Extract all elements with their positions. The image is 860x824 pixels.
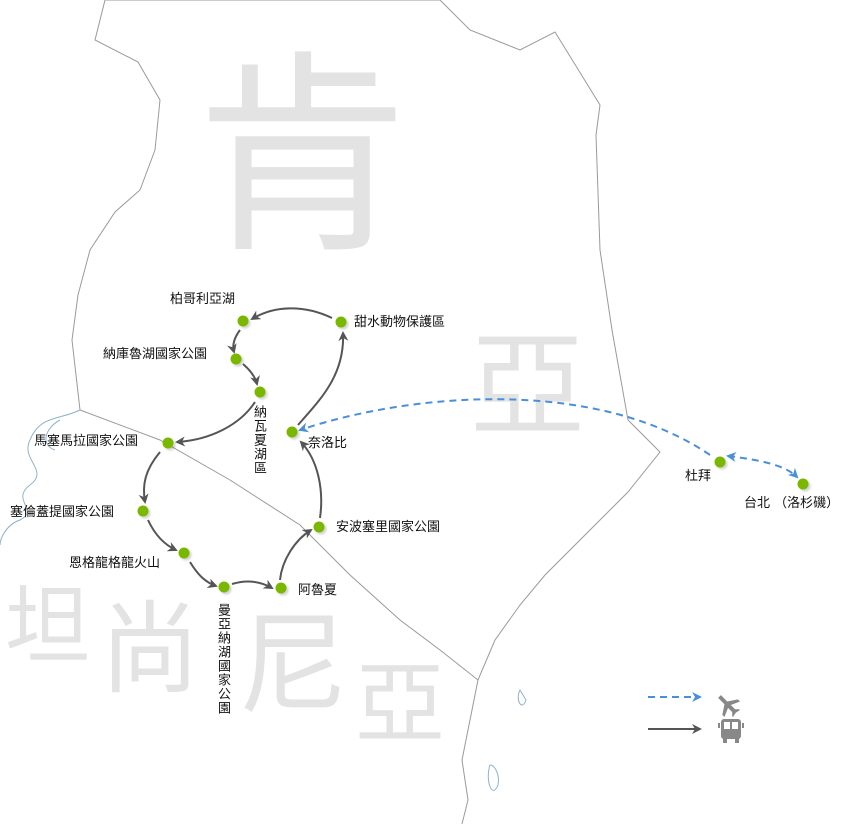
watermark-kenya-char-1: 肯 (195, 32, 410, 283)
node-nairobi[interactable] (286, 426, 298, 438)
node-masai-mara[interactable] (162, 437, 174, 449)
airplane-icon (718, 695, 741, 718)
route-arusha-amboseli (279, 528, 313, 581)
label-nairobi: 奈洛比 (308, 436, 348, 451)
label-sweetwaters: 甜水動物保護區 (354, 315, 446, 330)
watermark-tanzania-char-4: 亞 (355, 652, 445, 757)
label-taipei: 台北 （洛杉磯） (744, 496, 840, 511)
label-nakuru: 納庫魯湖國家公園 (103, 347, 208, 362)
node-manyara[interactable] (218, 581, 230, 593)
node-serengeti[interactable] (137, 505, 149, 517)
bus-icon (718, 719, 744, 743)
watermark-tanzania-char-3: 尼 (238, 601, 348, 729)
label-serengeti: 塞倫蓋提國家公園 (10, 505, 115, 520)
route-serengeti-ngorongoro (147, 519, 178, 552)
label-masai-mara: 馬塞馬拉國家公園 (34, 434, 139, 449)
island-pemba (517, 688, 527, 706)
watermark-tanzania-char-1: 坦 (5, 578, 91, 677)
lake-victoria-shore (0, 409, 81, 546)
label-amboseli: 安波塞里國家公園 (336, 520, 441, 535)
node-taipei[interactable] (797, 478, 809, 490)
route-manyara-arusha (231, 579, 274, 589)
label-bogoria: 柏哥利亞湖 (170, 292, 236, 307)
node-nakuru[interactable] (230, 353, 242, 365)
node-arusha[interactable] (275, 582, 287, 594)
route-sweetwaters-bogoria (250, 307, 333, 321)
flight-taipei-dubai (726, 452, 799, 479)
label-naivasha: 納瓦夏湖區 (251, 405, 266, 475)
kenya-border (71, 0, 661, 681)
flight-dubai-nairobi (298, 398, 711, 456)
route-bogoria-nakuru (226, 329, 241, 354)
watermark-kenya-char-2: 亞 (470, 320, 586, 454)
route-amboseli-nairobi (299, 440, 323, 519)
island-zanzibar (487, 764, 499, 791)
label-ngorongoro: 恩格龍格龍火山 (69, 556, 161, 571)
label-arusha: 阿魯夏 (298, 583, 338, 598)
route-naivasha-masaimara (175, 401, 256, 447)
node-sweetwaters[interactable] (335, 316, 347, 328)
node-ngorongoro[interactable] (178, 547, 190, 559)
route-masaimara-serengeti (138, 451, 161, 504)
node-amboseli[interactable] (313, 521, 325, 533)
node-bogoria[interactable] (237, 315, 249, 327)
label-manyara: 曼亞納湖國家公園 (215, 603, 230, 715)
route-ngorongoro-manyara (189, 561, 218, 588)
node-dubai[interactable] (714, 456, 726, 468)
route-nairobi-sweetwaters (297, 331, 349, 426)
watermark-tanzania-char-2: 尚 (100, 591, 200, 708)
tanzania-coast (461, 679, 479, 824)
lake-shore-2 (45, 419, 61, 451)
route-nakuru-naivasha (242, 363, 260, 386)
label-dubai: 杜拜 (685, 469, 712, 484)
node-naivasha[interactable] (254, 386, 266, 398)
